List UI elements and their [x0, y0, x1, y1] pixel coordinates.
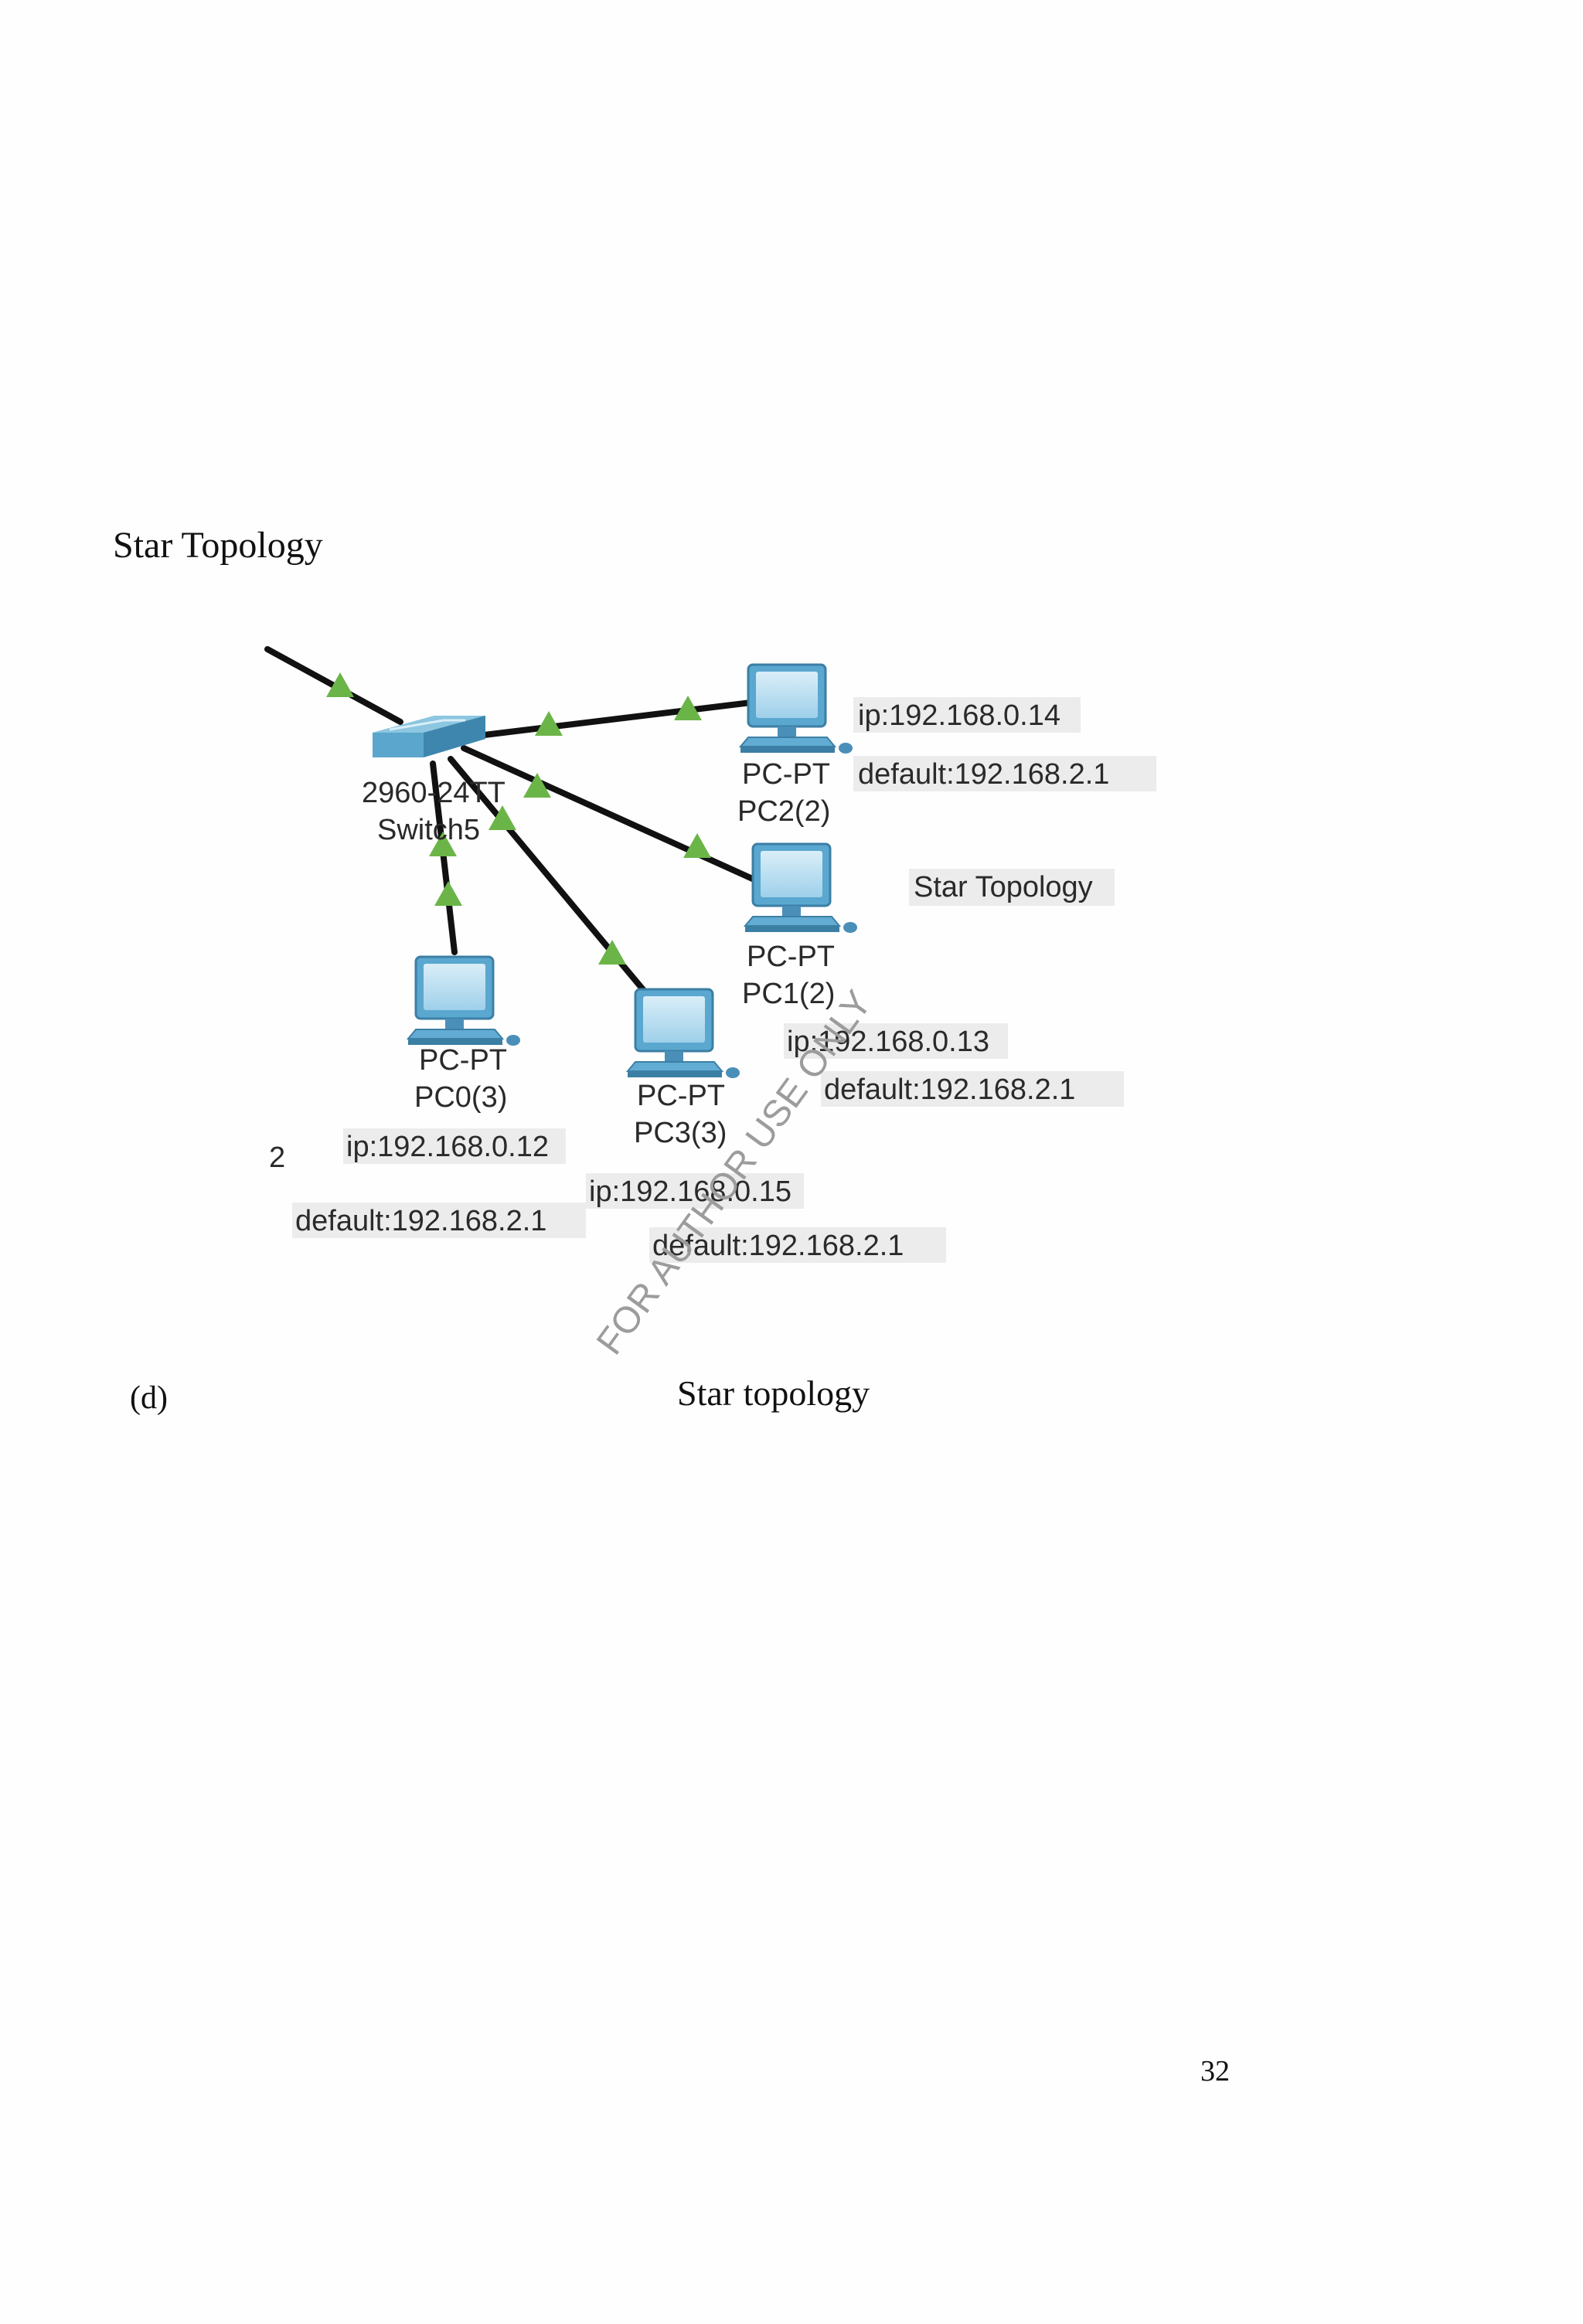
pc0-ip-label: ip:192.168.0.12 [346, 1131, 549, 1163]
cropped-label-fragment: 2 [269, 1142, 285, 1174]
pc3-icon [626, 988, 741, 1080]
switch-model-label: 2960-24TT [362, 777, 506, 809]
pc2-gateway-label: default:192.168.2.1 [858, 758, 1109, 791]
pc2-ip-label: ip:192.168.0.14 [858, 699, 1060, 732]
star-topology-diagram: 2960-24TT Switch5 PC-PT PC2(2) ip:192.16… [264, 595, 1156, 1362]
cable-links [264, 646, 761, 1000]
switch-icon [373, 716, 485, 757]
page-number: 32 [1200, 2055, 1230, 2088]
diagram-title-label: Star Topology [914, 871, 1093, 903]
pc1-type-label: PC-PT [747, 941, 835, 973]
switch-name-label: Switch5 [377, 814, 480, 846]
pc2-icon [739, 663, 854, 755]
pc0-gateway-label: default:192.168.2.1 [295, 1205, 546, 1237]
watermark: FOR AUTHOR USE ONLY [589, 983, 880, 1362]
pc3-type-label: PC-PT [637, 1080, 725, 1112]
figure-caption: Star topology [677, 1373, 870, 1413]
cable-pc1 [461, 745, 761, 884]
pc3-name-label: PC3(3) [634, 1117, 727, 1149]
pc0-name-label: PC0(3) [414, 1081, 507, 1114]
pc3-ip-label: ip:192.168.0.15 [589, 1176, 792, 1208]
pc2-type-label: PC-PT [742, 758, 830, 791]
pc2-name-label: PC2(2) [737, 795, 830, 828]
figure-caption-letter: (d) [130, 1380, 168, 1416]
pc1-gateway-label: default:192.168.2.1 [824, 1074, 1075, 1106]
pc1-ip-label: ip:192.168.0.13 [787, 1026, 989, 1058]
pc1-icon [744, 842, 859, 934]
pc0-icon [407, 955, 522, 1047]
pc1-name-label: PC1(2) [742, 978, 835, 1010]
pc0-type-label: PC-PT [419, 1044, 507, 1077]
page-heading: Star Topology [113, 525, 323, 566]
cable-pc0 [430, 760, 458, 955]
cable-pc2 [475, 699, 761, 739]
pc3-gateway-label: default:192.168.2.1 [652, 1230, 904, 1262]
